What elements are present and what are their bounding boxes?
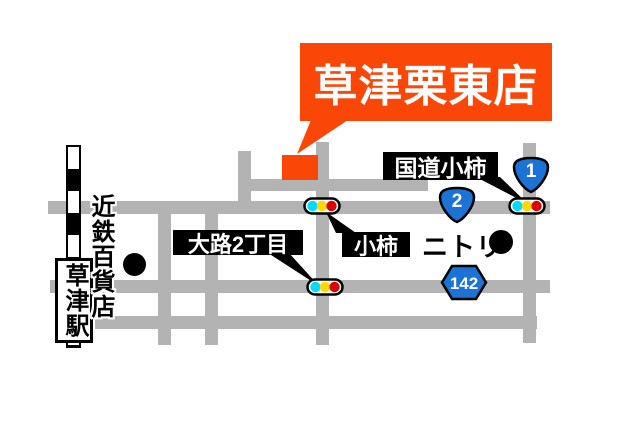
oji-2chome-text: 大路2丁目 <box>187 231 289 257</box>
bubble-tail-pointer <box>297 120 348 154</box>
route-142-hexagon-shape <box>440 264 488 301</box>
kusatsu-station-box: 草津駅 <box>55 258 93 343</box>
route-1-shield-shape <box>512 156 550 194</box>
signal-red-light <box>329 281 340 293</box>
road-store-access <box>240 179 428 191</box>
road-horizontal-2 <box>50 280 550 293</box>
store-building-marker <box>282 155 318 180</box>
traffic-light-kokudo-kogaki <box>508 197 546 215</box>
route-2-shield-shape <box>438 186 476 224</box>
prefectural-route-142-shield: 142 <box>440 264 488 301</box>
nitori-poi-dot <box>489 230 513 254</box>
signal-yellow-light <box>316 200 328 212</box>
signal-cyan-light <box>307 200 318 212</box>
nitori-label: ニトリ <box>422 232 504 262</box>
signal-red-light <box>326 200 337 212</box>
route-2-number: 2 <box>452 191 463 212</box>
store-name-bubble: 草津栗東店 <box>300 43 552 121</box>
intersection-label-kokudo-kogaki: 国道小柿 <box>383 152 498 181</box>
kusatsu-station-label: 草津駅 <box>61 263 88 338</box>
store-name-text: 草津栗東店 <box>313 62 539 111</box>
route-1-number: 1 <box>526 161 537 182</box>
kogaki-text: 小柿 <box>353 233 398 259</box>
signal-cyan-light <box>310 281 321 293</box>
road-vertical-kokudo <box>523 143 536 343</box>
signal-cyan-light <box>512 200 523 212</box>
kintetsu-poi-dot <box>123 253 146 276</box>
kintetsu-dept-store-label: 近鉄百貨店 <box>87 194 114 319</box>
oji-2chome-label-pointer <box>268 253 319 286</box>
signal-red-light <box>531 200 542 212</box>
signal-yellow-light <box>319 281 331 293</box>
national-route-1-shield: 1 <box>512 156 550 194</box>
intersection-label-oji-2chome: 大路2丁目 <box>173 230 303 257</box>
traffic-light-kogaki <box>303 197 341 215</box>
kokudo-kogaki-label-pointer <box>476 177 528 204</box>
road-vertical-a <box>238 151 251 213</box>
national-route-2-shield: 2 <box>438 186 476 224</box>
traffic-light-oji-2chome <box>306 278 344 296</box>
kokudo-kogaki-text: 国道小柿 <box>394 155 487 181</box>
road-vertical-c <box>158 203 171 345</box>
road-main-horizontal <box>48 201 550 214</box>
kogaki-label-pointer <box>326 212 356 233</box>
route-142-number: 142 <box>450 274 478 293</box>
intersection-label-kogaki: 小柿 <box>342 232 410 259</box>
signal-yellow-light <box>521 200 533 212</box>
